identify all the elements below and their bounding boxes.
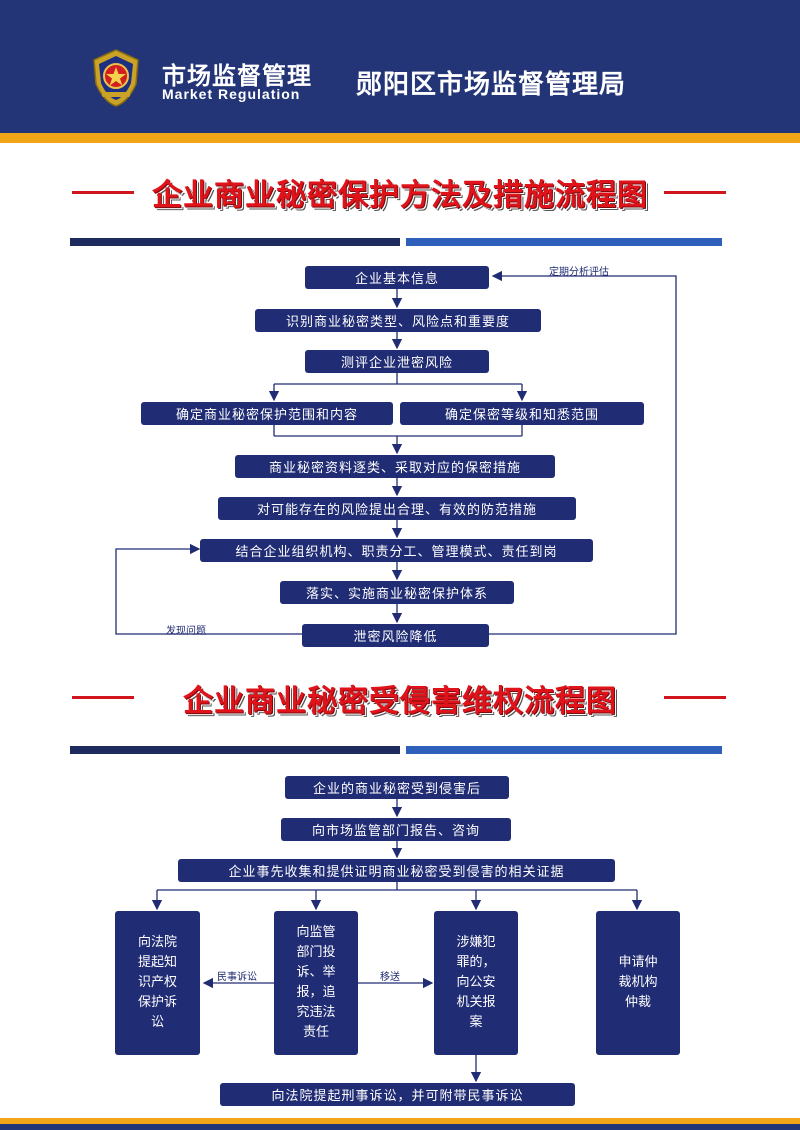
label-found-issue: 发现问题 xyxy=(166,626,206,637)
brand-english: Market Regulation xyxy=(162,86,301,102)
label-civil-lawsuit: 民事诉讼 xyxy=(217,972,257,983)
step-identify-secrets: 识别商业秘密类型、风险点和重要度 xyxy=(255,309,541,332)
title-rule-left xyxy=(72,191,134,194)
option-police-report: 涉嫌犯 罪的， 向公安 机关报 案 xyxy=(434,911,518,1055)
footer-stripe xyxy=(0,1118,800,1124)
footer-band xyxy=(0,1124,800,1130)
step-classify-measures: 商业秘密资料逐类、采取对应的保密措施 xyxy=(235,455,555,478)
market-regulation-emblem-icon xyxy=(93,49,139,107)
title-rule-right xyxy=(664,696,726,699)
step-implement: 落实、实施商业秘密保护体系 xyxy=(280,581,514,604)
step-infringed: 企业的商业秘密受到侵害后 xyxy=(285,776,509,799)
step-define-level: 确定保密等级和知悉范围 xyxy=(400,402,644,425)
label-periodic-review: 定期分析评估 xyxy=(549,267,609,278)
step-risk-reduced: 泄密风险降低 xyxy=(302,624,489,647)
option-ip-lawsuit: 向法院 提起知 识产权 保护诉 讼 xyxy=(115,911,200,1055)
step-company-info: 企业基本信息 xyxy=(305,266,489,289)
option-arbitration: 申请仲 裁机构 仲裁 xyxy=(596,911,680,1055)
title-rule-right xyxy=(664,191,726,194)
option-complaint: 向监管 部门投 诉、举 报，追 究违法 责任 xyxy=(274,911,358,1055)
organization-name: 郧阳区市场监督管理局 xyxy=(356,70,627,100)
section2-divider xyxy=(70,746,722,754)
section1-title: 企业商业秘密保护方法及措施流程图 xyxy=(152,178,648,213)
title-rule-left xyxy=(72,696,134,699)
step-criminal-lawsuit: 向法院提起刑事诉讼，并可附带民事诉讼 xyxy=(220,1083,575,1106)
step-report: 向市场监管部门报告、咨询 xyxy=(281,818,511,841)
step-define-scope: 确定商业秘密保护范围和内容 xyxy=(141,402,393,425)
header-stripe xyxy=(0,133,800,143)
step-assess-risk: 测评企业泄密风险 xyxy=(305,350,489,373)
section2-title: 企业商业秘密受侵害维权流程图 xyxy=(183,684,617,719)
step-organization: 结合企业组织机构、职责分工、管理模式、责任到岗 xyxy=(200,539,593,562)
step-collect-evidence: 企业事先收集和提供证明商业秘密受到侵害的相关证据 xyxy=(178,859,615,882)
brand-chinese: 市场监督管理 xyxy=(162,62,312,90)
section1-divider xyxy=(70,238,722,246)
label-transfer: 移送 xyxy=(380,972,400,983)
step-prevention: 对可能存在的风险提出合理、有效的防范措施 xyxy=(218,497,576,520)
